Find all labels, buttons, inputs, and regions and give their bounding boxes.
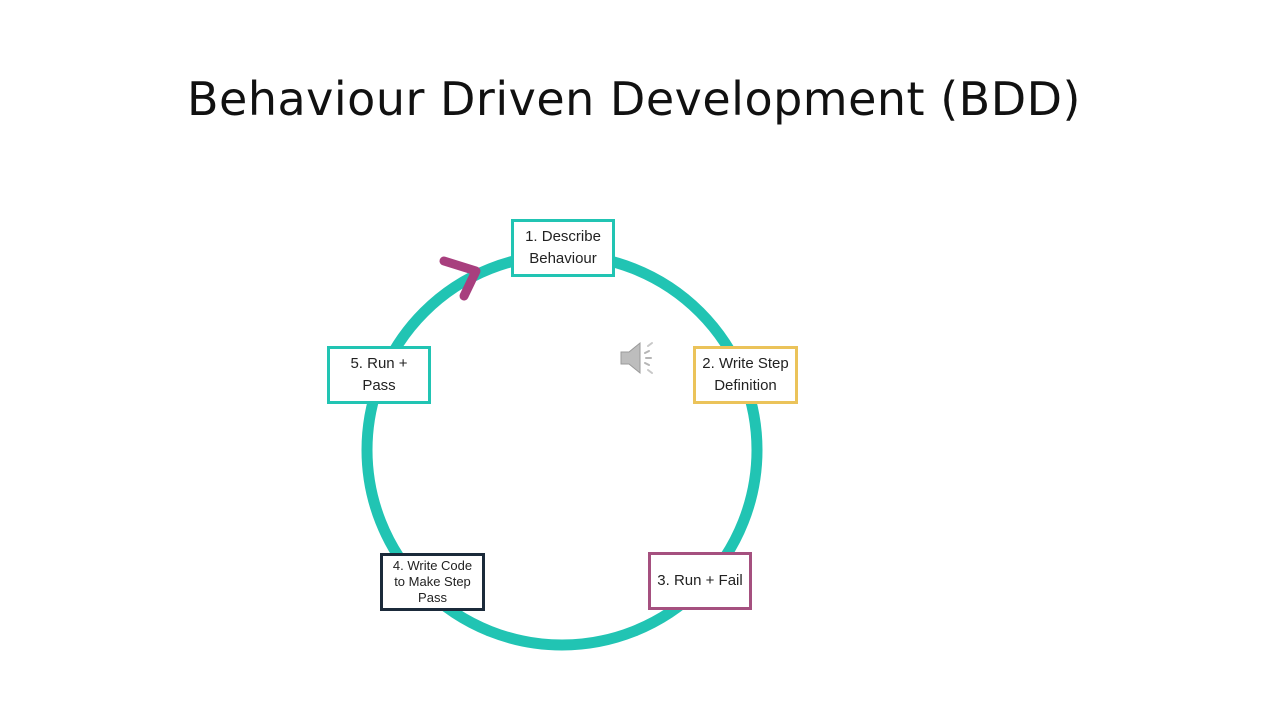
step-box-describe-behaviour: 1. Describe Behaviour	[511, 219, 615, 277]
speaker-icon[interactable]	[618, 338, 662, 378]
step-box-write-code: 4. Write Code to Make Step Pass	[380, 553, 485, 611]
step-box-run-pass: 5. Run + Pass	[327, 346, 431, 404]
step-box-run-fail: 3. Run + Fail	[648, 552, 752, 610]
slide-title: Behaviour Driven Development (BDD)	[186, 72, 1082, 126]
cycle-arrow-icon	[439, 256, 481, 301]
step-box-write-step-definition: 2. Write Step Definition	[693, 346, 798, 404]
